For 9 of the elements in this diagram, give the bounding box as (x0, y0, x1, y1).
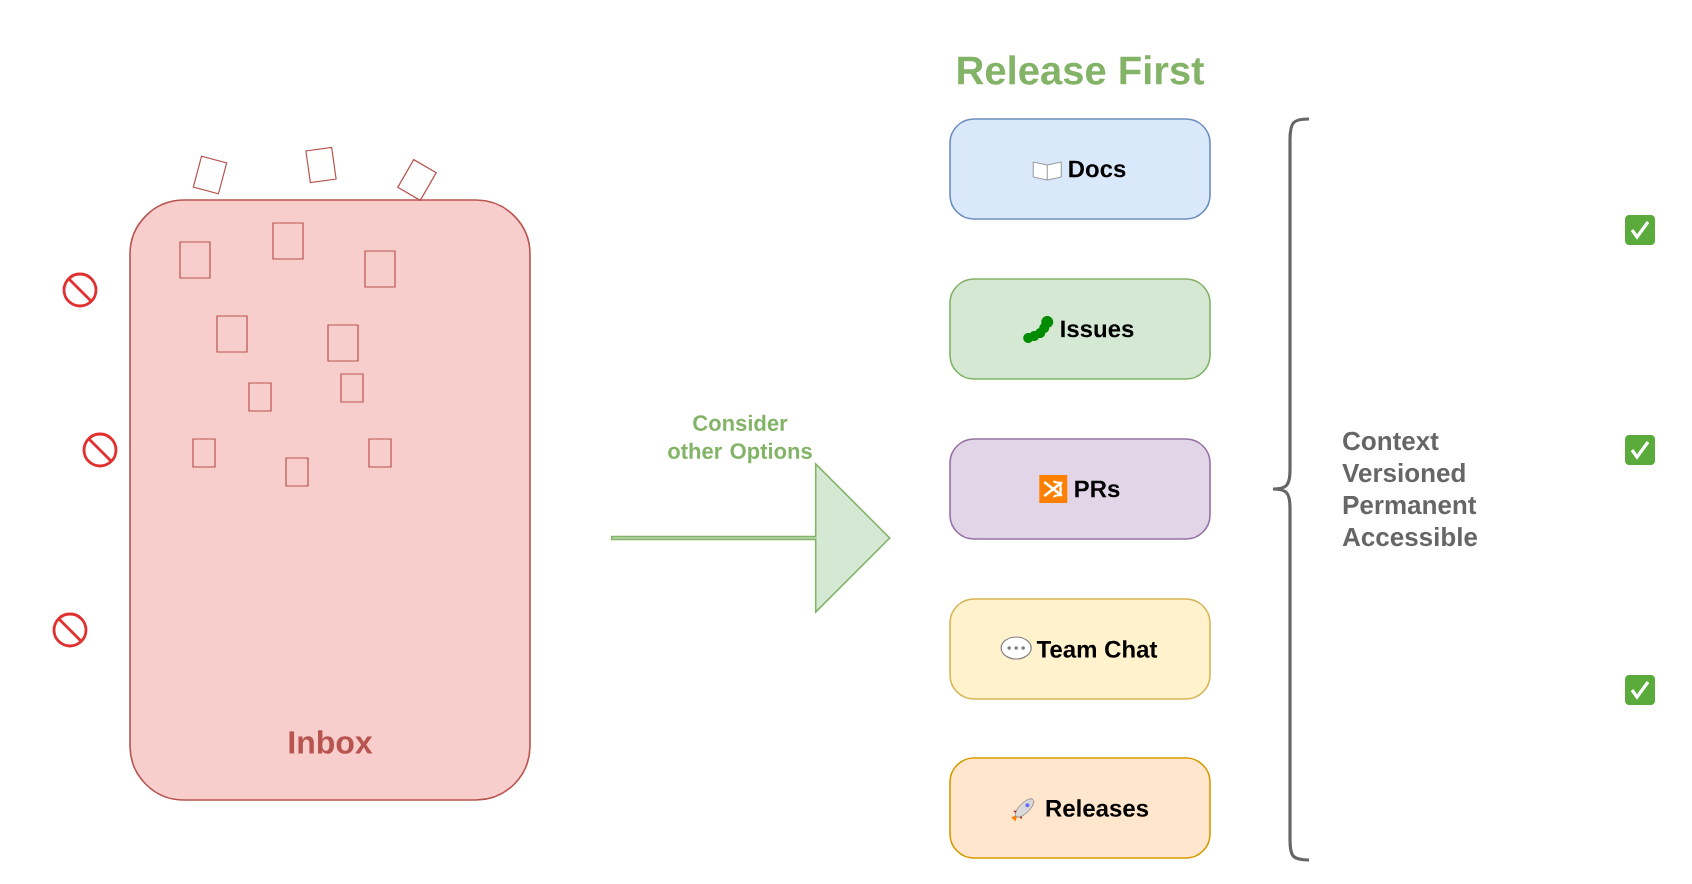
brace-label: Context Versioned Permanent Accessible (1342, 431, 1478, 547)
title: Release First (958, 55, 1204, 85)
process-box: Team Chat (949, 598, 1211, 700)
process-box: Docs (949, 118, 1211, 220)
process-box: PRs (949, 438, 1211, 540)
arrow-caption: Consider other Options (668, 414, 812, 464)
process-box: Releases (949, 757, 1211, 859)
process-box: Issues (949, 278, 1211, 380)
inbox-box: Inbox (129, 199, 531, 801)
